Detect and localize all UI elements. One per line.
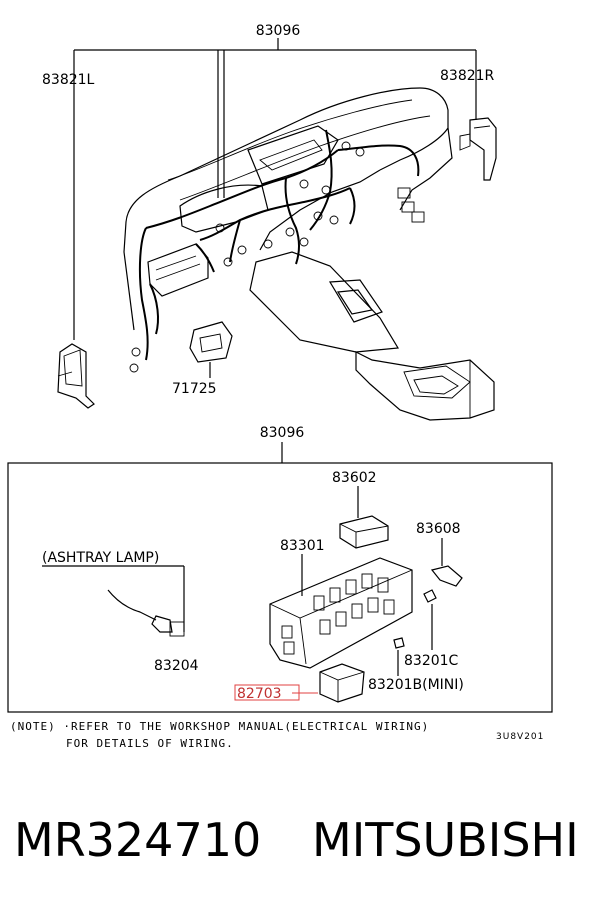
- diagram-code: 3U8V201: [496, 732, 544, 742]
- part-number: MR324710: [14, 813, 261, 867]
- label-detail-assembly: 83096: [260, 425, 305, 441]
- left-bracket-illustration: [57, 343, 95, 409]
- label-fuse-b-mini: 83201B(MINI): [368, 677, 464, 693]
- fuse-box-illustration: [269, 554, 413, 669]
- label-left-bracket: 83821L: [42, 72, 95, 88]
- relay-box-illustration: [339, 486, 389, 549]
- dashboard-illustration: [123, 87, 495, 421]
- note-line-1: (NOTE) ·REFER TO THE WORKSHOP MANUAL(ELE…: [10, 720, 429, 733]
- label-lamp-part: 83204: [154, 658, 199, 674]
- label-fuse-c: 83201C: [404, 653, 459, 669]
- harness-connectors: [129, 141, 425, 373]
- ashtray-lamp-illustration: [42, 565, 185, 637]
- connector-82703-illustration: [319, 663, 365, 703]
- detail-frame: [7, 462, 553, 713]
- label-relay: 83608: [416, 521, 461, 537]
- label-fuse-box: 83301: [280, 538, 325, 554]
- label-right-bracket: 83821R: [440, 68, 495, 84]
- fuse-c-illustration: [423, 589, 437, 650]
- brand-name: MITSUBISHI: [312, 813, 579, 867]
- label-highlighted-part: 82703: [237, 686, 282, 702]
- relay-illustration: [430, 538, 463, 587]
- wiring-harness: [138, 129, 420, 361]
- right-bracket-illustration: [459, 117, 497, 181]
- label-sensor: 71725: [172, 381, 217, 397]
- sensor-illustration: [189, 321, 233, 378]
- label-ashtray-lamp: (ASHTRAY LAMP): [42, 550, 159, 566]
- label-top-assembly: 83096: [256, 23, 301, 39]
- top-assembly-leader: [73, 38, 477, 340]
- note-line-2: FOR DETAILS OF WIRING.: [66, 737, 234, 750]
- fuse-b-illustration: [393, 637, 405, 676]
- label-relay-box: 83602: [332, 470, 377, 486]
